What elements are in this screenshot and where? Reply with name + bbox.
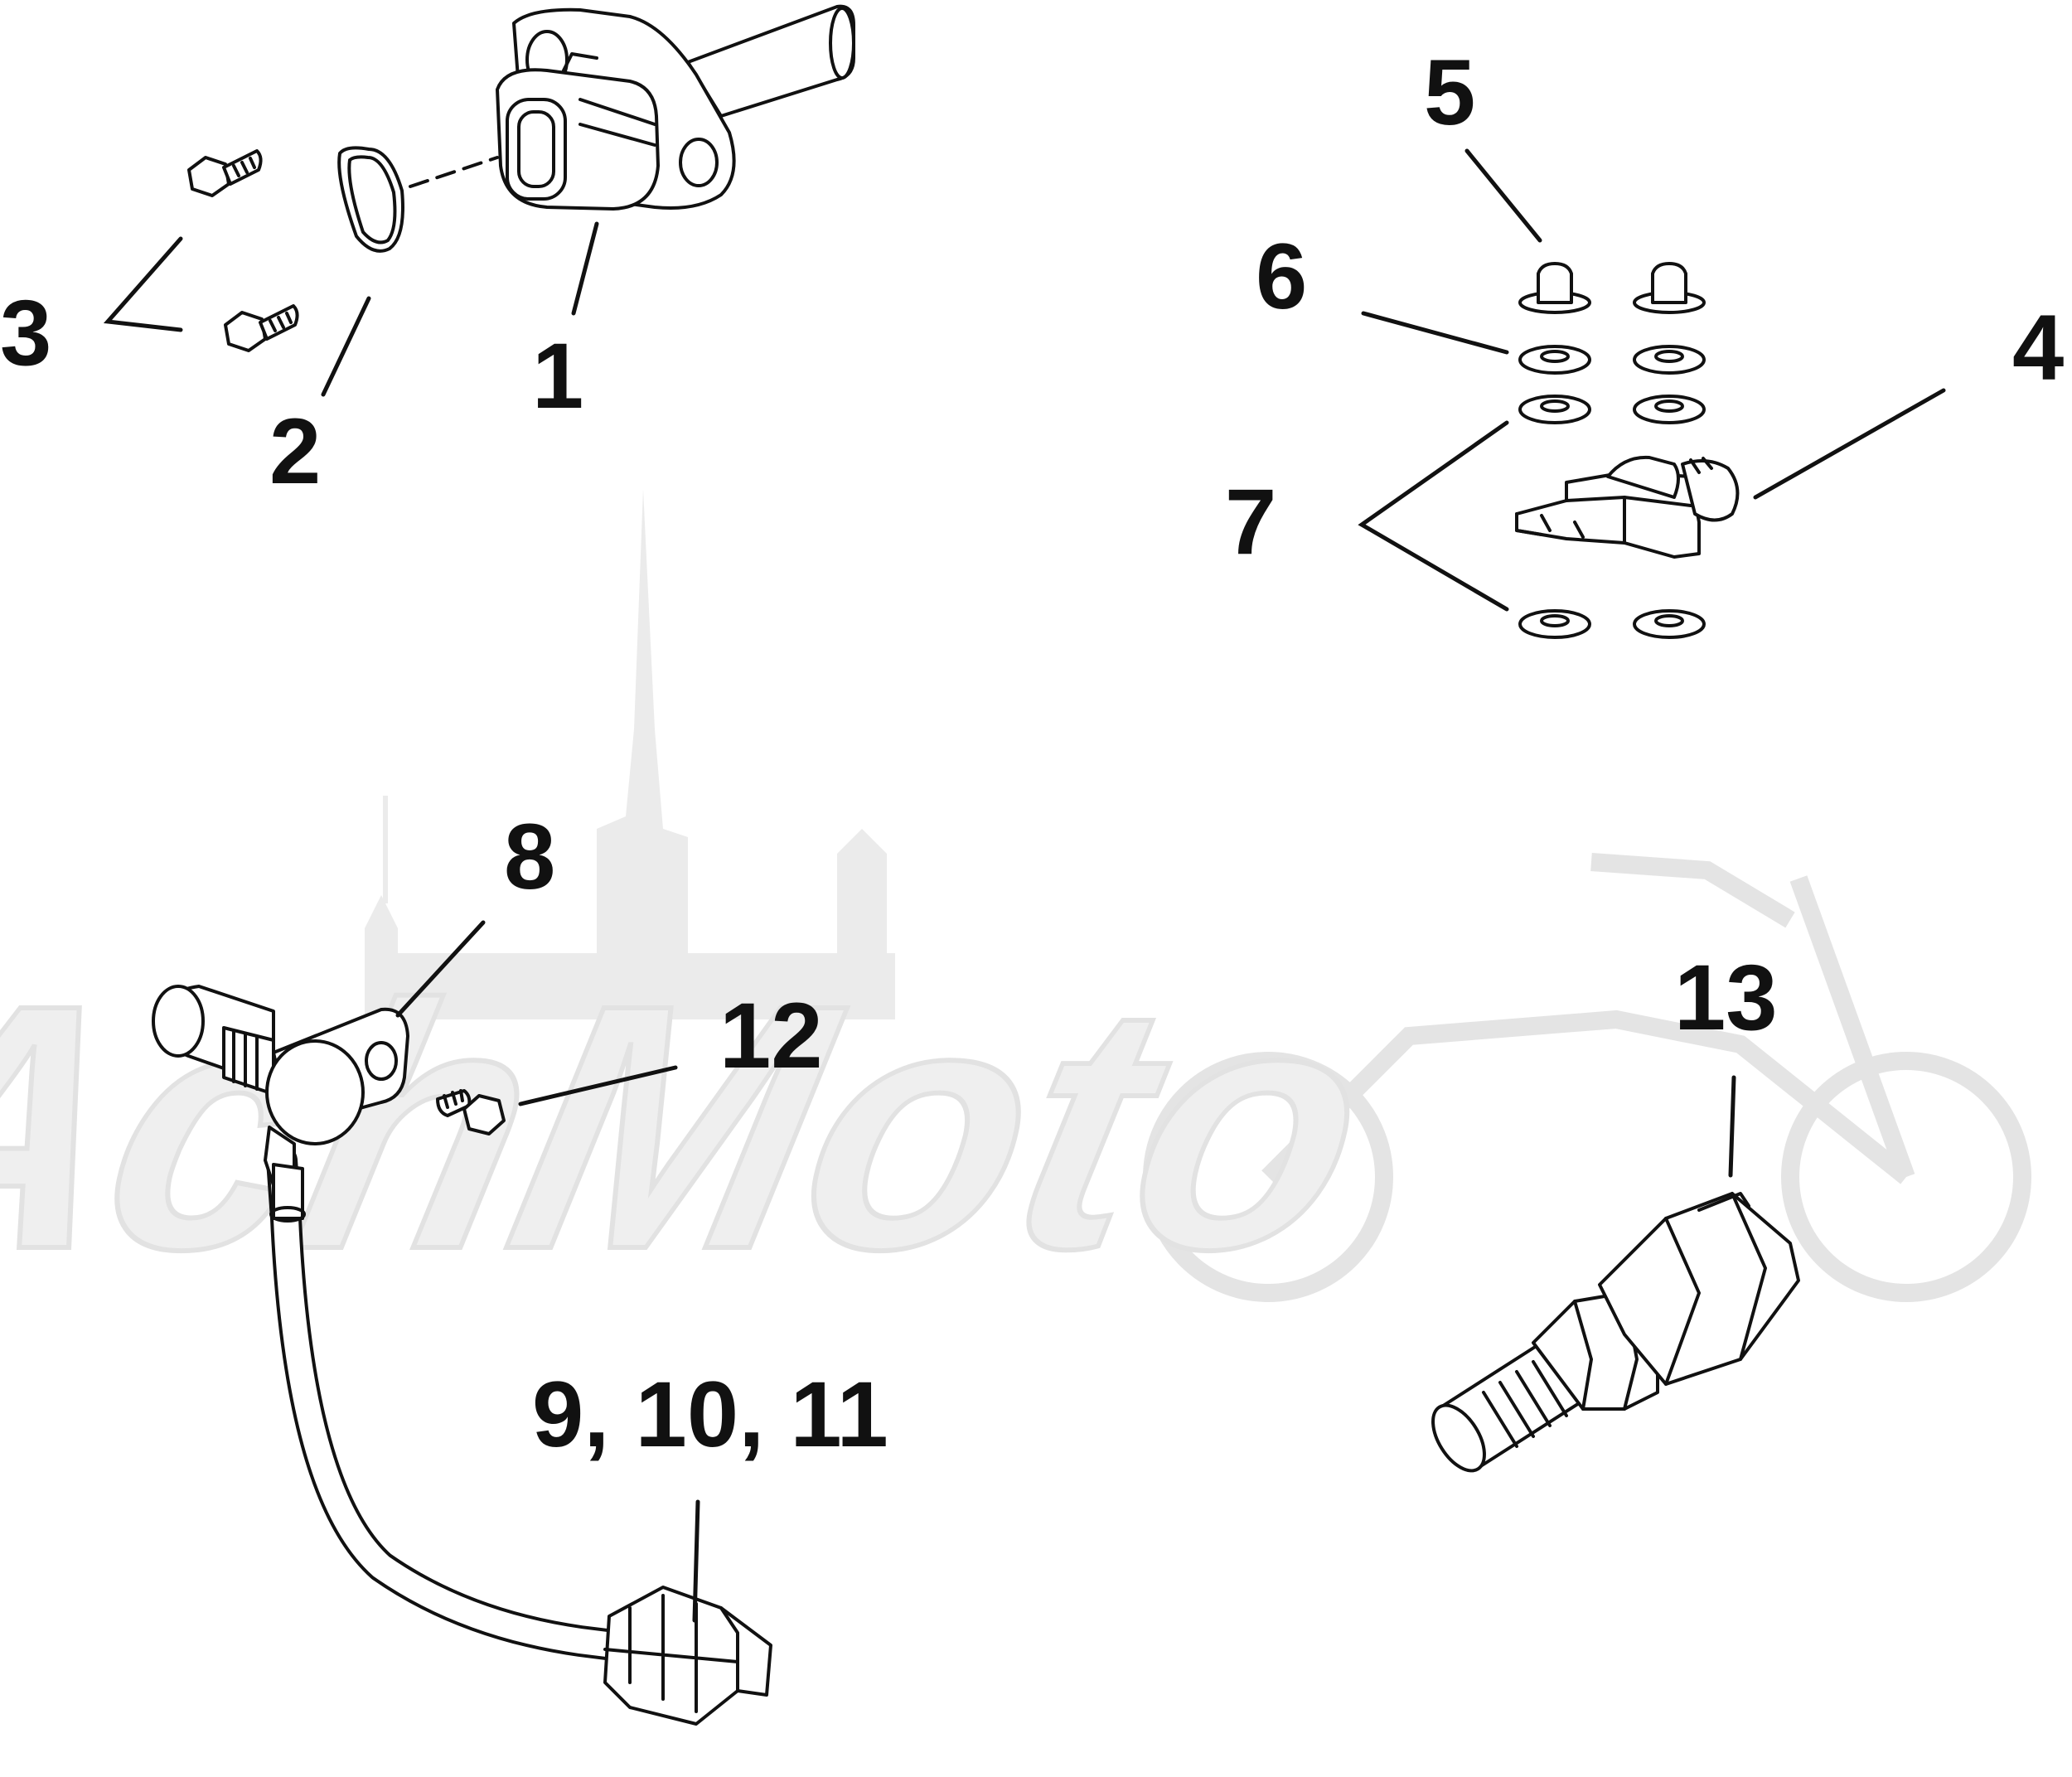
part-12-screw	[436, 1089, 506, 1135]
watermark-skyline-graphic	[365, 489, 895, 1019]
part-6-washer-right	[1633, 345, 1706, 375]
part-1-sensor-housing	[496, 4, 855, 211]
callout-4: 4	[2012, 296, 2064, 399]
leader-5	[1464, 148, 1542, 243]
callout-7: 7	[1225, 470, 1276, 574]
part-3-screw-lower	[224, 304, 299, 352]
leader-12	[518, 1065, 678, 1106]
part-6-washer-left	[1518, 345, 1591, 375]
leader-1	[571, 221, 599, 316]
callout-8: 8	[504, 805, 555, 908]
leader-8	[395, 920, 486, 1018]
leader-lines	[103, 148, 1946, 1623]
part-8-sensor-with-harness	[152, 985, 772, 1726]
part-3-screw-upper	[187, 149, 263, 197]
callout-13: 13	[1674, 946, 1778, 1049]
callout-5: 5	[1424, 41, 1475, 144]
part-5-sleeve-right	[1633, 262, 1706, 314]
watermark-motorcycle-graphic	[1143, 853, 2031, 1302]
part-7-grommet-upper-right	[1633, 395, 1706, 424]
leader-2	[321, 296, 371, 397]
part-7-grommet-upper-left	[1518, 395, 1591, 424]
callout-12: 12	[719, 984, 823, 1087]
callout-2: 2	[269, 399, 321, 503]
leader-3	[103, 236, 183, 332]
callout-1: 1	[532, 324, 583, 428]
part-4-bracket-sensor	[1515, 455, 1740, 559]
callout-9-10-11: 9, 10, 11	[532, 1363, 888, 1466]
callout-3: 3	[0, 281, 51, 385]
leader-4	[1753, 388, 1946, 500]
leader-6	[1361, 311, 1509, 355]
callouts: 1 2 3 4 5 6 7 8 9, 10, 11 12 13	[0, 41, 2064, 1466]
leader-7	[1358, 420, 1509, 612]
part-7-grommet-lower-right	[1633, 609, 1706, 639]
alignment-dashed-line	[409, 156, 499, 188]
part-7-grommet-lower-left	[1518, 609, 1591, 639]
part-13-threaded-sensor	[1431, 1192, 1800, 1473]
callout-6: 6	[1256, 225, 1307, 328]
leader-13	[1728, 1075, 1736, 1178]
leader-9-10-11	[692, 1499, 700, 1623]
part-2-o-ring	[337, 146, 404, 253]
part-5-sleeve-left	[1518, 262, 1591, 314]
